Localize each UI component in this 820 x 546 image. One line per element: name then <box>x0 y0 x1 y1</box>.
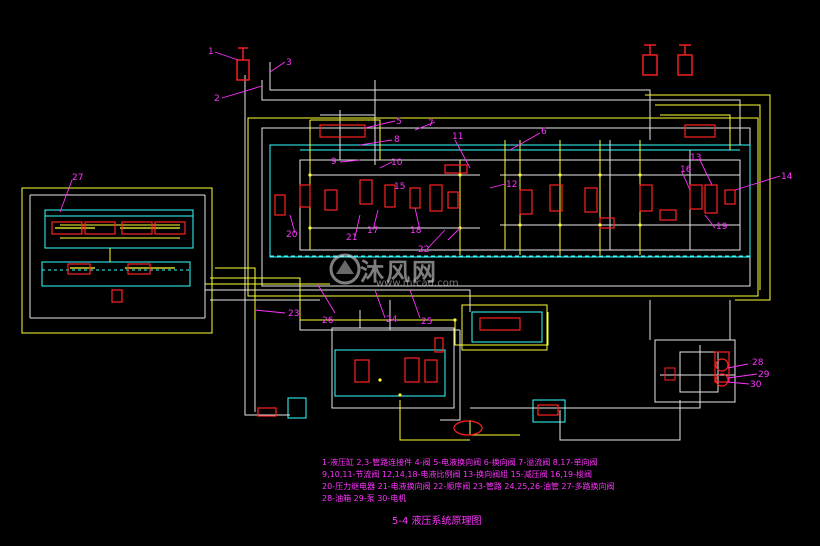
watermark-logo-icon <box>328 252 362 286</box>
valve-icon <box>324 189 338 211</box>
callout-6: 6 <box>541 127 547 137</box>
valve-icon <box>447 191 459 209</box>
callout-5: 5 <box>396 117 402 127</box>
main-outer-frame <box>247 117 759 297</box>
callout-21: 21 <box>346 233 357 243</box>
lower-valve-group <box>287 304 566 423</box>
cylinder-icon <box>236 47 250 81</box>
callout-15: 15 <box>394 182 405 192</box>
valve-icon <box>257 407 277 417</box>
valve-icon <box>659 209 677 221</box>
callout-18: 18 <box>410 226 422 236</box>
valve-icon <box>704 184 718 214</box>
cylinder-icon <box>677 44 693 76</box>
legend-line: 28-油箱 29-泵 30-电机 <box>322 494 407 503</box>
callout-30: 30 <box>750 380 762 390</box>
callout-3: 3 <box>286 58 292 68</box>
callout-16: 16 <box>680 165 692 175</box>
callout-13: 13 <box>690 153 701 163</box>
pump-icon <box>453 420 483 436</box>
callout-10: 10 <box>391 158 403 168</box>
parts-legend: 1-液压缸 2,3-管路连接件 4-阀 5-电液换向阀 6-换向阀 7-溢流阀 … <box>322 457 652 505</box>
pump-station-frame <box>654 339 736 403</box>
callout-28: 28 <box>752 358 764 368</box>
callout-17: 17 <box>367 226 378 236</box>
callout-12: 12 <box>506 180 517 190</box>
valve-icon <box>584 187 598 213</box>
valve-icon <box>479 317 521 331</box>
watermark-url: www.mfcad.com <box>376 278 459 289</box>
valve-icon <box>444 164 468 174</box>
valve-icon <box>639 184 653 212</box>
valve-icon <box>429 184 443 212</box>
multiway-valve-block <box>21 187 213 334</box>
pipe-network-white <box>205 62 741 441</box>
callout-26: 26 <box>322 316 334 326</box>
main-frame-group <box>247 117 759 297</box>
callout-1: 1 <box>208 47 214 57</box>
valve-icon <box>84 221 116 235</box>
cylinder-group <box>236 44 693 81</box>
callout-27: 27 <box>72 173 83 183</box>
legend-line: 9,10,11-节流阀 12,14,18-电液比例阀 13-换向阀组 15-减压… <box>322 470 593 479</box>
valve-icon <box>354 359 370 383</box>
valve-icon <box>127 263 151 275</box>
valve-icon <box>537 404 559 416</box>
valve-icon <box>154 221 186 235</box>
callout-19: 19 <box>716 222 728 232</box>
valve-icon <box>549 184 563 212</box>
callout-25: 25 <box>421 317 432 327</box>
callout-9: 9 <box>331 157 337 167</box>
callout-24: 24 <box>386 315 398 325</box>
motor-icon <box>715 373 729 387</box>
callout-labels: 1 2 3 5 6 7 8 9 10 11 12 13 14 15 16 17 … <box>72 47 793 390</box>
valve-icon <box>714 351 730 383</box>
valve-icon <box>724 189 736 205</box>
callout-23: 23 <box>288 309 299 319</box>
valve-icon <box>67 263 91 275</box>
callout-29: 29 <box>758 370 770 380</box>
valve-elements <box>51 124 736 417</box>
cylinder-icon <box>642 44 658 76</box>
figure-caption: 5-4 液压系统原理图 <box>392 516 482 527</box>
valve-icon <box>684 124 716 138</box>
pump-icon <box>715 358 729 372</box>
legend-line: 1-液压缸 2,3-管路连接件 4-阀 5-电液换向阀 6-换向阀 7-溢流阀 … <box>322 458 598 467</box>
valve-icon <box>111 289 123 303</box>
leader-lines <box>59 51 781 385</box>
valve-icon <box>299 184 311 208</box>
valve-icon <box>434 337 444 353</box>
callout-2: 2 <box>214 94 220 104</box>
valve-icon <box>121 221 153 235</box>
pipe-network-yellow <box>205 94 771 441</box>
valve-icon <box>424 359 438 383</box>
watermark-brand: 沐风网 <box>360 258 438 286</box>
callout-22: 22 <box>418 245 429 255</box>
valve-block-frame <box>269 144 751 258</box>
callout-20: 20 <box>286 230 298 240</box>
valve-icon <box>599 217 615 229</box>
callout-7: 7 <box>428 119 434 129</box>
valve-icon <box>274 194 286 216</box>
pump-motor-group <box>453 358 729 436</box>
valve-icon <box>359 179 373 205</box>
valve-icon <box>319 124 366 138</box>
callout-14: 14 <box>781 172 793 182</box>
valve-icon <box>519 189 533 215</box>
callout-11: 11 <box>452 132 463 142</box>
valve-icon <box>689 184 703 210</box>
valve-icon <box>51 221 83 235</box>
valve-icon <box>384 184 396 208</box>
callout-8: 8 <box>394 135 400 145</box>
legend-line: 20-压力继电器 21-电液换向阀 22-顺序阀 23-管路 24,25,26-… <box>322 482 615 491</box>
valve-icon <box>404 357 420 383</box>
